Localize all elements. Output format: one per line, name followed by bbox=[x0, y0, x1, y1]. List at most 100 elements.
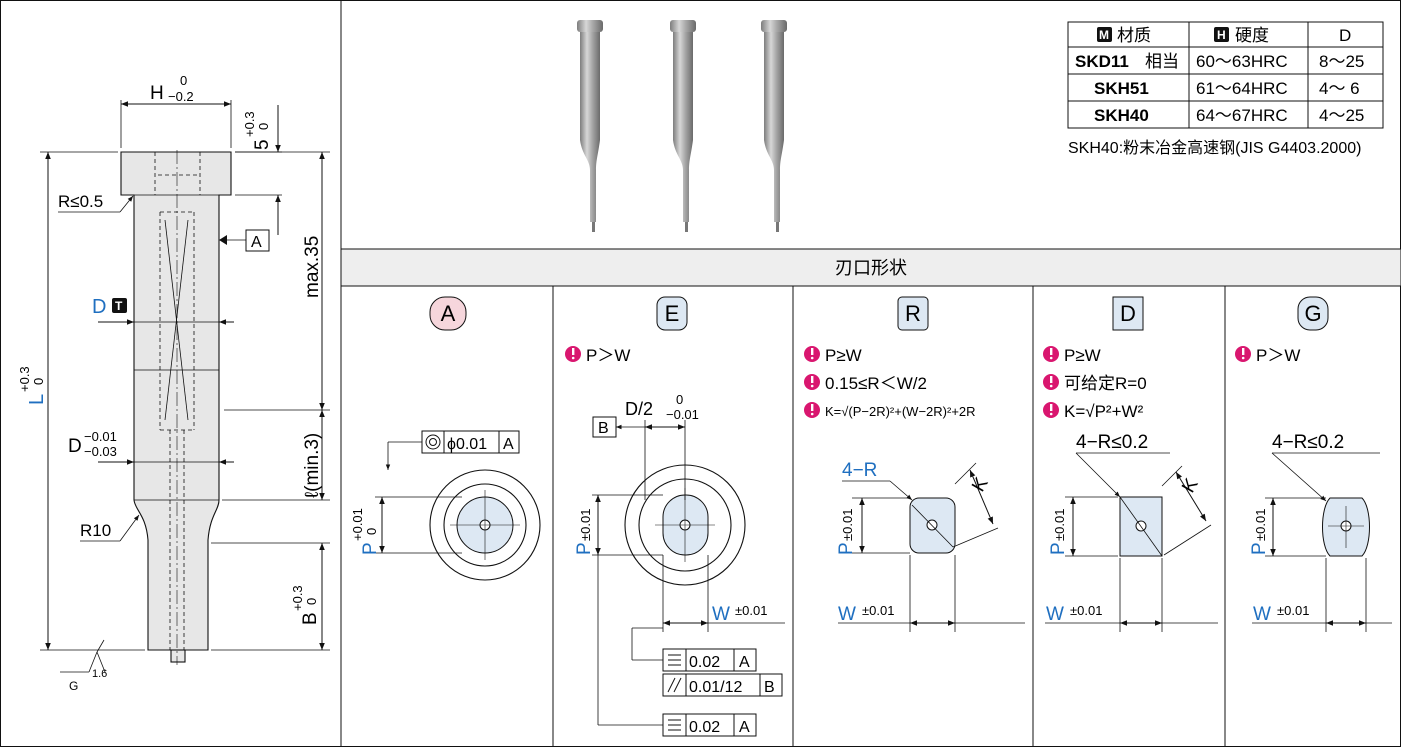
shape-letter-D: D bbox=[1120, 301, 1136, 326]
shape-E-D2-tol-lower: −0.01 bbox=[666, 407, 699, 422]
dim-D-tol-lower: −0.03 bbox=[84, 444, 117, 459]
shape-E-D2: D/2 bbox=[625, 399, 653, 419]
shape-badge-A: A bbox=[429, 296, 467, 331]
shape-A-coax: ϕ0.01 bbox=[447, 436, 487, 453]
shape-E-drawing: B D/2 0 −0.01 P ±0.01 W ±0.01 0.02 A bbox=[574, 392, 785, 737]
D-badge-bg bbox=[112, 298, 127, 313]
warning-icon bbox=[1043, 374, 1059, 390]
shape-E-datum: B bbox=[598, 420, 609, 437]
shape-D-W: W bbox=[1046, 604, 1064, 625]
shape-R-K: K bbox=[968, 474, 993, 496]
punch-drawing: H 0 −0.2 5 +0.3 0 R≤0.5 A max.35 ℓ(min.3… bbox=[17, 73, 330, 693]
shape-letter-A: A bbox=[441, 301, 456, 326]
shape-E-P-tol: ±0.01 bbox=[578, 509, 593, 541]
punch-tip-stub bbox=[170, 649, 186, 663]
table-header-hardness: 硬度 bbox=[1235, 26, 1269, 45]
shape-letter-G: G bbox=[1304, 301, 1321, 326]
conditions: P＞W P≥W 0.15≤R＜W/2 K=√(P−2R)²+(W−2R)²+2R… bbox=[565, 346, 1300, 421]
condition-R-1: P≥W bbox=[825, 346, 862, 365]
shape-G-r: 4−R≤0.2 bbox=[1272, 432, 1344, 453]
shape-E-tol1-datum: A bbox=[739, 654, 750, 671]
table-row-hardness: 61～64HRC bbox=[1196, 79, 1288, 98]
section-title: 刃口形状 bbox=[835, 258, 907, 278]
shape-R-P: P bbox=[836, 542, 857, 555]
shape-badge-G: G bbox=[1297, 296, 1329, 331]
warning-icon bbox=[1235, 346, 1251, 362]
dim-H: H bbox=[150, 83, 164, 104]
table-header-badge-hardness: H bbox=[1217, 28, 1226, 42]
shape-R-drawing: 4−R K P ±0.01 W ±0.01 bbox=[836, 460, 1025, 632]
radius-head-label: R≤0.5 bbox=[58, 192, 103, 211]
table-row-hardness: 60～63HRC bbox=[1196, 52, 1288, 71]
punch-photo-3 bbox=[761, 20, 787, 232]
spec-table: M 材质 H 硬度 D SKD11 相当 60～63HRC 8～25 SKH51… bbox=[1067, 21, 1384, 157]
roughness-symbol: 1.6 G bbox=[60, 639, 107, 693]
condition-G-1: P＞W bbox=[1256, 346, 1300, 365]
punch-photo-2 bbox=[670, 20, 696, 232]
shape-D-W-tol: ±0.01 bbox=[1070, 603, 1102, 618]
dim-L: L bbox=[26, 394, 48, 405]
table-row-material: SKH40 bbox=[1094, 106, 1149, 125]
warning-icon bbox=[1043, 346, 1059, 362]
shape-badge-D: D bbox=[1112, 296, 1144, 331]
shape-D-drawing: 4−R≤0.2 K P ±0.01 W ±0.01 bbox=[1045, 432, 1218, 632]
radius-R10-label: R10 bbox=[80, 521, 111, 540]
shape-E-tol3-datum: A bbox=[739, 719, 750, 736]
dim-L-tol-lower: 0 bbox=[31, 378, 46, 385]
dim-D-tol: D bbox=[68, 436, 82, 457]
table-header-material: 材质 bbox=[1117, 26, 1151, 45]
dim-max35: max.35 bbox=[302, 236, 323, 298]
shape-D-K: K bbox=[1178, 475, 1203, 497]
shape-badge-E: E bbox=[656, 296, 688, 331]
dim-B-tol-upper: +0.3 bbox=[290, 585, 305, 611]
condition-D-2: 可给定R=0 bbox=[1064, 374, 1147, 393]
table-note: SKH40:粉末冶金高速钢(JIS G4403.2000) bbox=[1068, 139, 1361, 157]
shape-G-P: P bbox=[1249, 542, 1270, 555]
roughness-value: 1.6 bbox=[92, 668, 107, 680]
shape-A-drawing: ϕ0.01 A P +0.01 0 bbox=[350, 430, 541, 581]
table-row-material: SKD11 bbox=[1075, 52, 1129, 71]
section-header-bg bbox=[340, 248, 1401, 287]
table-row-d: 4～ 6 bbox=[1319, 79, 1360, 98]
punch-body bbox=[120, 151, 232, 651]
shape-E-tol3-value: 0.02 bbox=[689, 719, 720, 736]
dim-B: B bbox=[300, 612, 321, 625]
dim-L-tol-upper: +0.3 bbox=[17, 366, 32, 392]
shape-R-r: 4−R bbox=[842, 460, 877, 481]
shape-E-tol2-datum: B bbox=[764, 679, 775, 696]
shape-D-P-tol: ±0.01 bbox=[1052, 509, 1067, 541]
product-photo bbox=[577, 20, 787, 232]
punch-photo-1 bbox=[577, 20, 603, 232]
shape-A-P-tol-upper: +0.01 bbox=[350, 508, 365, 541]
shape-G-W-tol: ±0.01 bbox=[1277, 603, 1309, 618]
shape-G-drawing: 4−R≤0.2 P ±0.01 W ±0.01 bbox=[1249, 432, 1392, 632]
table-header-badge-material: M bbox=[1099, 28, 1109, 42]
shape-E-W: W bbox=[712, 604, 730, 625]
condition-R-3: K=√(P−2R)²+(W−2R)²+2R bbox=[825, 404, 976, 419]
shape-G-W: W bbox=[1253, 604, 1271, 625]
table-row-hardness: 64～67HRC bbox=[1196, 106, 1288, 125]
shape-badge-R: R bbox=[897, 296, 929, 331]
dim-B-tol-lower: 0 bbox=[304, 598, 319, 605]
shape-E-P: P bbox=[574, 542, 595, 555]
shape-G-P-tol: ±0.01 bbox=[1253, 509, 1268, 541]
dim-H-tol-upper: 0 bbox=[180, 73, 187, 88]
shape-letter-R: R bbox=[905, 301, 921, 326]
dim-5: 5 bbox=[252, 139, 273, 150]
dim-H-tol-lower: −0.2 bbox=[168, 89, 194, 104]
table-row-d: 4～25 bbox=[1319, 106, 1364, 125]
shape-E-W-tol: ±0.01 bbox=[735, 603, 767, 618]
shape-A-P-tol-lower: 0 bbox=[364, 528, 379, 535]
condition-R-2: 0.15≤R＜W/2 bbox=[825, 374, 927, 393]
shape-A-P: P bbox=[360, 542, 381, 555]
condition-E-1: P＞W bbox=[586, 346, 630, 365]
shape-D-r: 4−R≤0.2 bbox=[1076, 432, 1148, 453]
dim-5-tol-lower: 0 bbox=[256, 123, 271, 130]
warning-icon bbox=[565, 346, 581, 362]
table-row-d: 8～25 bbox=[1319, 52, 1364, 71]
warning-icon bbox=[804, 374, 820, 390]
warning-icon bbox=[804, 346, 820, 362]
shape-E-D2-tol-upper: 0 bbox=[676, 392, 683, 407]
dim-l: ℓ(min.3) bbox=[302, 433, 323, 498]
